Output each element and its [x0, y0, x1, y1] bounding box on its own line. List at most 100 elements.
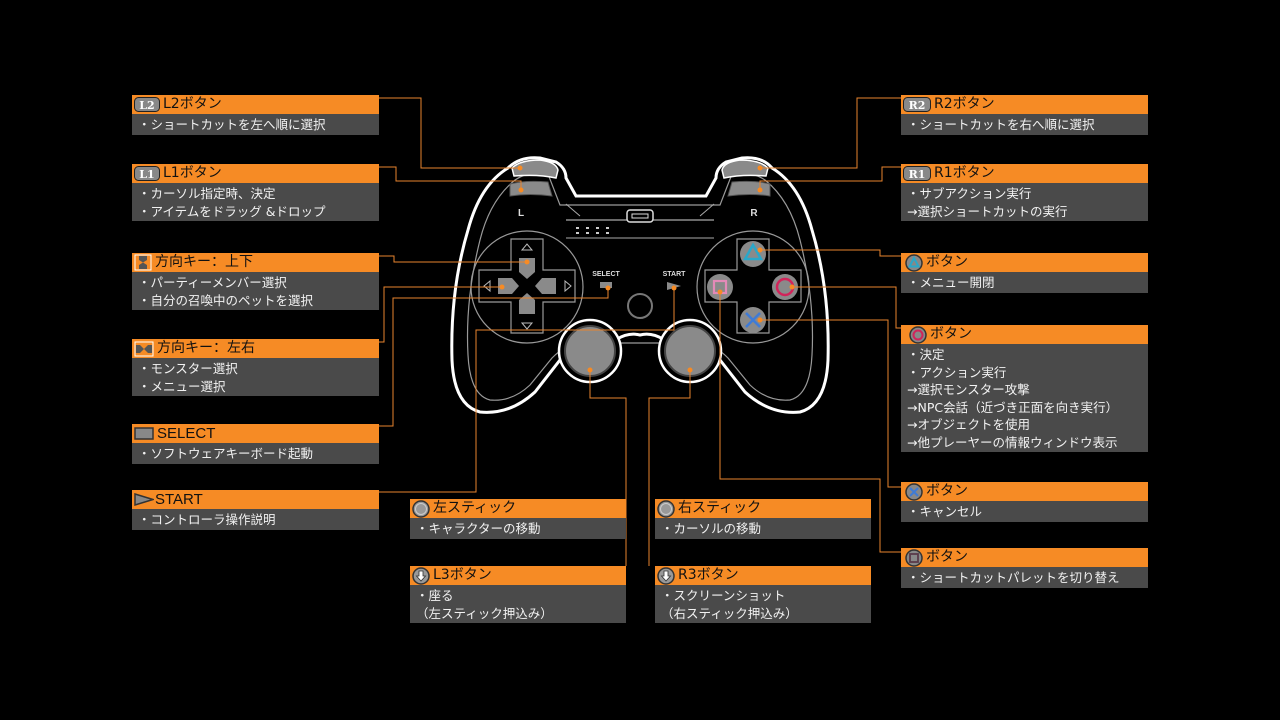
panel-line: ・サブアクション実行	[907, 186, 1032, 201]
panel-body: ・パーティーメンバー選択 ・自分の召喚中のペットを選択	[132, 272, 379, 310]
panel-header: 方向キー：左右	[132, 339, 379, 358]
panel-line: →NPC会話（近づき正面を向き実行）	[907, 399, 1119, 415]
select-button[interactable]	[600, 282, 612, 288]
panel-header: 左スティック	[410, 499, 626, 518]
dpad-left[interactable]	[498, 278, 519, 294]
panel-header: SELECT	[132, 424, 379, 443]
l2-trigger[interactable]	[511, 159, 559, 179]
panel-title: L3ボタン	[433, 567, 492, 583]
panel-header: ボタン	[901, 548, 1148, 567]
r1-icon: R1	[903, 166, 931, 181]
right-stick-icon	[657, 499, 675, 518]
panel-line: ・座る	[416, 588, 454, 603]
panel-line: ・モンスター選択	[138, 361, 238, 376]
panel-line: →他プレーヤーの情報ウィンドウ表示	[907, 434, 1118, 450]
panel-line: ・コントローラ操作説明	[138, 512, 276, 527]
panel-line: ・カーソルの移動	[661, 521, 762, 536]
panel-line: （左スティック押込み）	[416, 605, 553, 621]
panel-header: L2 L2ボタン	[132, 95, 379, 114]
panel-line: （右スティック押込み）	[661, 605, 798, 621]
r2-trigger[interactable]	[721, 159, 769, 179]
panel-header: ボタン	[901, 482, 1148, 501]
connector-lines	[379, 97, 901, 566]
dpad-right[interactable]	[535, 278, 556, 294]
cross-button-icon	[905, 482, 923, 501]
r1-button[interactable]	[727, 180, 771, 197]
connector-dots	[499, 165, 795, 373]
panel-body: ・モンスター選択 ・メニュー選択	[132, 358, 379, 396]
panel-header: L3ボタン	[410, 566, 626, 585]
panel-cross: ボタン ・キャンセル	[901, 482, 1148, 522]
panel-header: START	[132, 490, 379, 509]
panel-title: L2ボタン	[163, 96, 222, 112]
svg-text:R2: R2	[909, 99, 926, 112]
panel-title: R1ボタン	[934, 165, 995, 181]
svg-text:R1: R1	[909, 168, 926, 181]
panel-line: ・ソフトウェアキーボード起動	[138, 446, 314, 461]
left-stick-icon	[412, 499, 430, 518]
panel-r1: R1 R1ボタン ・サブアクション実行 →選択ショートカットの実行	[901, 164, 1148, 221]
panel-header: R1 R1ボタン	[901, 164, 1148, 183]
triangle-button[interactable]	[740, 241, 766, 267]
start-icon	[134, 493, 154, 506]
select-label: SELECT	[592, 271, 620, 278]
l-label: L	[518, 208, 524, 219]
svg-text:L1: L1	[139, 168, 154, 181]
panel-header: 方向キー：上下	[132, 253, 379, 272]
panel-body: ・コントローラ操作説明	[132, 509, 379, 530]
panel-line: ・ショートカットを左へ順に選択	[138, 117, 326, 132]
panel-body: ・ショートカットパレットを切り替え	[901, 567, 1148, 588]
panel-body: ・キャンセル	[901, 501, 1148, 522]
panel-start: START ・コントローラ操作説明	[132, 490, 379, 530]
panel-header: ボタン	[901, 325, 1148, 344]
panel-header: R2 R2ボタン	[901, 95, 1148, 114]
panel-select: SELECT ・ソフトウェアキーボード起動	[132, 424, 379, 464]
square-button-icon	[905, 548, 923, 567]
r3-icon	[657, 566, 675, 585]
panel-circle: ボタン ・決定 ・アクション実行 →選択モンスター攻撃 →NPC会話（近づき正面…	[901, 325, 1148, 452]
panel-body: ・メニュー開閉	[901, 272, 1148, 293]
panel-header: 右スティック	[655, 499, 871, 518]
ps-button[interactable]	[627, 293, 653, 319]
panel-body: ・サブアクション実行 →選択ショートカットの実行	[901, 183, 1148, 221]
panel-r3: R3ボタン ・スクリーンショット （右スティック押込み）	[655, 566, 871, 623]
panel-line: ・キャラクターの移動	[416, 521, 541, 536]
controller-body: L R	[450, 156, 830, 414]
panel-body: ・キャラクターの移動	[410, 518, 626, 539]
panel-l2: L2 L2ボタン ・ショートカットを左へ順に選択	[132, 95, 379, 135]
panel-header: L1 L1ボタン	[132, 164, 379, 183]
panel-line: →選択モンスター攻撃	[907, 382, 1030, 397]
panel-line: ・ショートカットを右へ順に選択	[907, 117, 1095, 132]
panel-left-stick: 左スティック ・キャラクターの移動	[410, 499, 626, 539]
select-icon	[134, 427, 154, 440]
panel-line: ・カーソル指定時、決定	[138, 186, 276, 201]
panel-body: ・ソフトウェアキーボード起動	[132, 443, 379, 464]
panel-header: R3ボタン	[655, 566, 871, 585]
panel-body: ・ショートカットを右へ順に選択	[901, 114, 1148, 135]
r2-icon: R2	[903, 97, 931, 112]
panel-r2: R2 R2ボタン ・ショートカットを右へ順に選択	[901, 95, 1148, 135]
dpad-up[interactable]	[519, 258, 535, 279]
circle-button-icon	[909, 325, 927, 344]
panel-line: ・スクリーンショット	[661, 588, 786, 603]
panel-body: ・カーソル指定時、決定 ・アイテムをドラッグ &ドロップ	[132, 183, 379, 221]
panel-right-stick: 右スティック ・カーソルの移動	[655, 499, 871, 539]
l1-button[interactable]	[509, 180, 553, 197]
panel-body: ・スクリーンショット （右スティック押込み）	[655, 585, 871, 623]
dpad-up-down-icon	[134, 254, 152, 271]
panel-title: 右スティック	[678, 500, 762, 516]
panel-title: ボタン	[926, 483, 968, 499]
panel-title: 方向キー：左右	[157, 340, 255, 356]
panel-line: ・メニュー開閉	[907, 275, 995, 290]
panel-title: L1ボタン	[163, 165, 222, 181]
l1-icon: L1	[134, 166, 160, 181]
panel-title: R3ボタン	[678, 567, 739, 583]
panel-line: ・キャンセル	[907, 504, 983, 519]
l2-icon: L2	[134, 97, 160, 112]
l3-icon	[412, 566, 430, 585]
triangle-button-icon	[905, 253, 923, 272]
cross-button[interactable]	[740, 307, 766, 333]
panel-line: ・アクション実行	[907, 364, 1007, 380]
panel-title: 方向キー：上下	[155, 254, 253, 270]
